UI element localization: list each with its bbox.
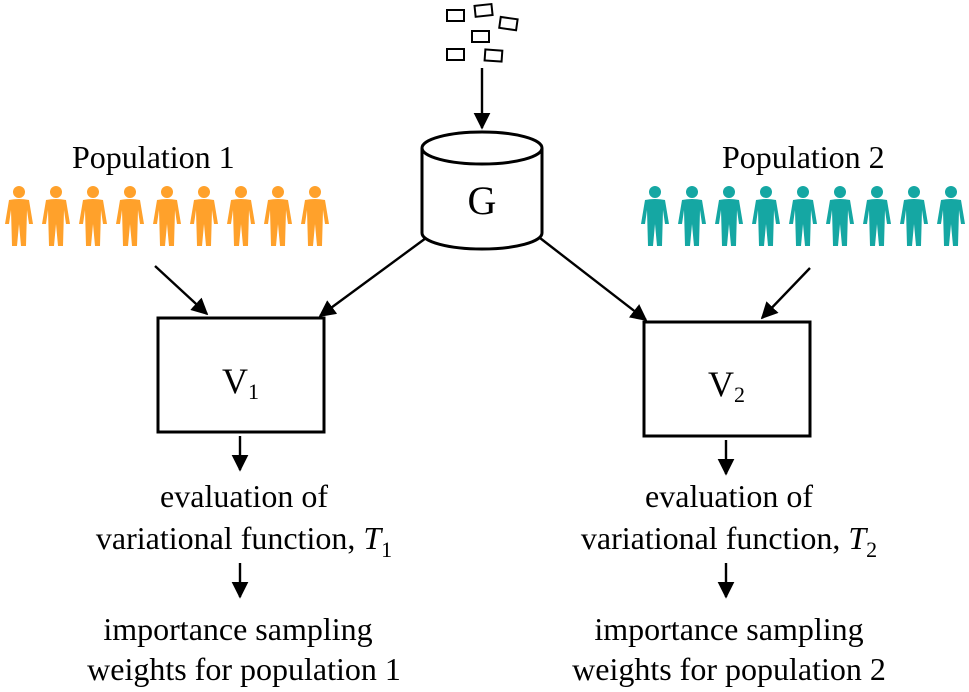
verifier-1-subscript: 1 [248,379,259,404]
person-icon [264,186,292,246]
generator-cylinder: G [420,130,544,251]
person-icon [116,186,144,246]
weights-2-line1: importance sampling [594,611,863,647]
person-icon [900,186,928,246]
weights-2-line2: weights for population 2 [572,651,886,687]
verifier-1-box: V1 [156,316,326,434]
evaluation-1-subscript: 1 [381,537,392,562]
noise-samples [446,2,519,63]
person-icon [826,186,854,246]
svg-text:V2: V2 [708,364,745,407]
noise-sample-icon [446,9,465,22]
evaluation-2-symbol: T [848,520,868,556]
svg-text:V1: V1 [222,361,259,404]
cylinder-database-icon [420,130,544,251]
evaluation-1-line2: variational function, T1 [96,520,392,562]
evaluation-2-line2: variational function, T2 [581,520,877,562]
verifier-2-label: V [708,364,734,404]
person-icon [42,186,70,246]
person-icon [5,186,33,246]
person-icon [789,186,817,246]
person-icon [937,186,965,246]
arrow-population-2-to-v2 [760,267,811,320]
population-1-label: Population 1 [72,139,235,175]
person-icon [227,186,255,246]
population-2-label: Population 2 [722,139,885,175]
population-1-people [5,186,329,246]
evaluation-2-subscript: 2 [866,537,877,562]
arrow-generator-to-v1 [318,237,427,317]
population-2-people [641,186,965,246]
noise-sample-icon [473,2,494,18]
person-icon [190,186,218,246]
weights-1-line2: weights for population 1 [87,651,401,687]
evaluation-2-line1: evaluation of [645,478,813,514]
arrow-generator-to-v2 [539,237,648,322]
evaluation-1-symbol: T [363,520,383,556]
noise-sample-icon [446,48,465,61]
person-icon [752,186,780,246]
person-icon [153,186,181,246]
evaluation-1-line1: evaluation of [160,478,328,514]
person-icon [301,186,329,246]
generator-label: G [468,178,497,223]
person-icon [863,186,891,246]
weights-1-line1: importance sampling [103,611,372,647]
verifier-2-subscript: 2 [734,382,745,407]
arrow-population-1-to-v1 [154,265,209,316]
person-icon [678,186,706,246]
verifier-1-label: V [222,361,248,401]
noise-sample-icon [483,48,504,63]
person-icon [79,186,107,246]
verifier-2-box: V2 [642,320,812,438]
noise-sample-icon [498,15,519,32]
person-icon [641,186,669,246]
person-icon [715,186,743,246]
noise-sample-icon [471,30,490,43]
